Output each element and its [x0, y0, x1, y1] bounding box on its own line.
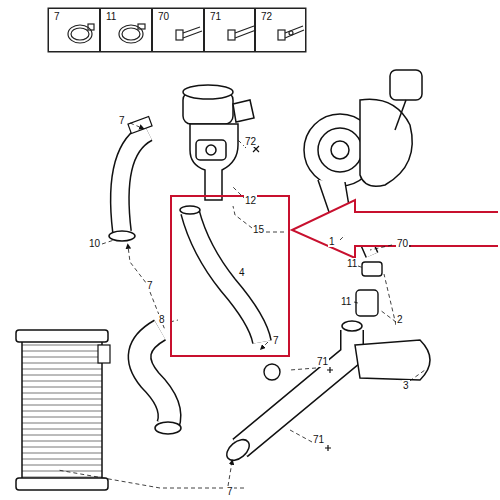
callout-number: 72: [260, 11, 273, 22]
callout-number: 72: [244, 136, 257, 147]
fastener-cell: 71: [204, 8, 255, 52]
callout-number: 7: [226, 486, 234, 497]
callout-number: 7: [272, 335, 280, 346]
callout-number: 4: [238, 267, 246, 278]
fastener-cell: 11: [100, 8, 152, 52]
callout-number: 11: [346, 258, 358, 269]
callout-number: 11: [105, 11, 117, 22]
callout-number: 7: [53, 11, 61, 22]
callout-number: 10: [88, 238, 101, 249]
callout-number: 7: [118, 115, 126, 126]
callout-number: 8: [158, 314, 166, 325]
fastener-cell: 70: [152, 8, 204, 52]
callout-number: 71: [209, 11, 222, 22]
fastener-icons: [68, 24, 304, 43]
fastener-cell: 7: [48, 8, 100, 52]
callout-number: 70: [157, 11, 170, 22]
callout-number: 11: [340, 296, 352, 307]
callout-number: 71: [312, 434, 325, 445]
callout-number: 3: [402, 380, 410, 391]
callout-number: 70: [396, 238, 409, 249]
callout-number: 71: [316, 356, 329, 367]
fastener-cell: 72: [255, 8, 306, 52]
callout-number: 2: [396, 314, 404, 325]
callout-number: 15: [252, 224, 265, 235]
highlight-frame: 47: [170, 195, 290, 357]
callout-number: 1: [328, 236, 336, 247]
callout-number: 7: [146, 280, 154, 291]
callout-number: 12: [244, 195, 257, 206]
